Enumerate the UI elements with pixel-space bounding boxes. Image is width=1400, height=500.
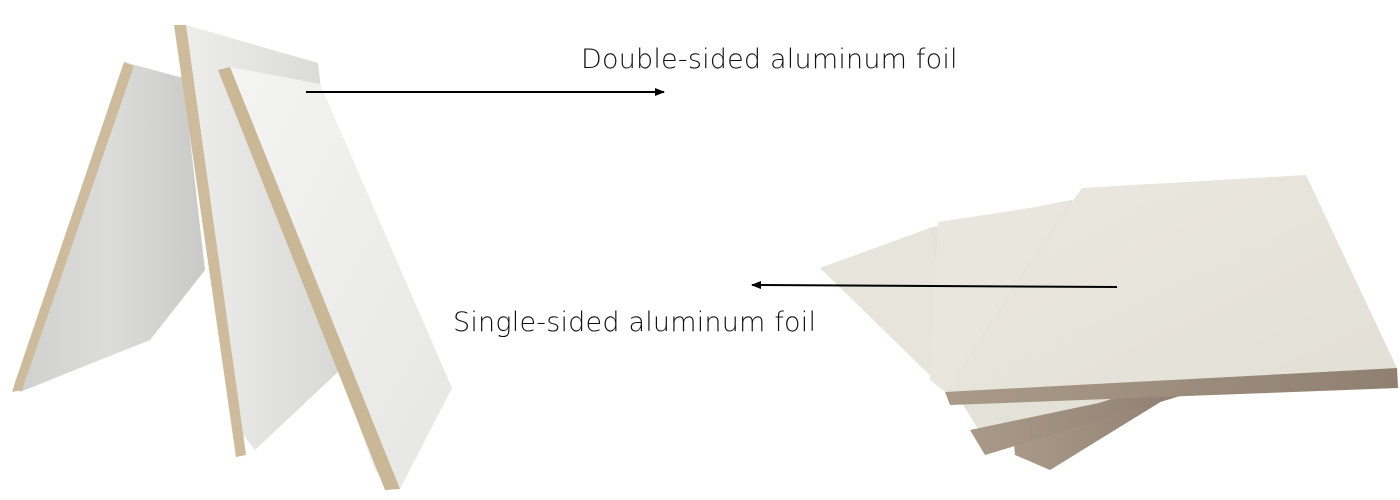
double-sided-boards-image [12, 25, 452, 490]
single-sided-foil-label: Single-sided aluminum foil [453, 307, 817, 338]
single-sided-boards-image [820, 175, 1398, 470]
double-sided-foil-label: Double-sided aluminum foil [581, 44, 958, 75]
single-sided-arrow [751, 281, 1118, 290]
